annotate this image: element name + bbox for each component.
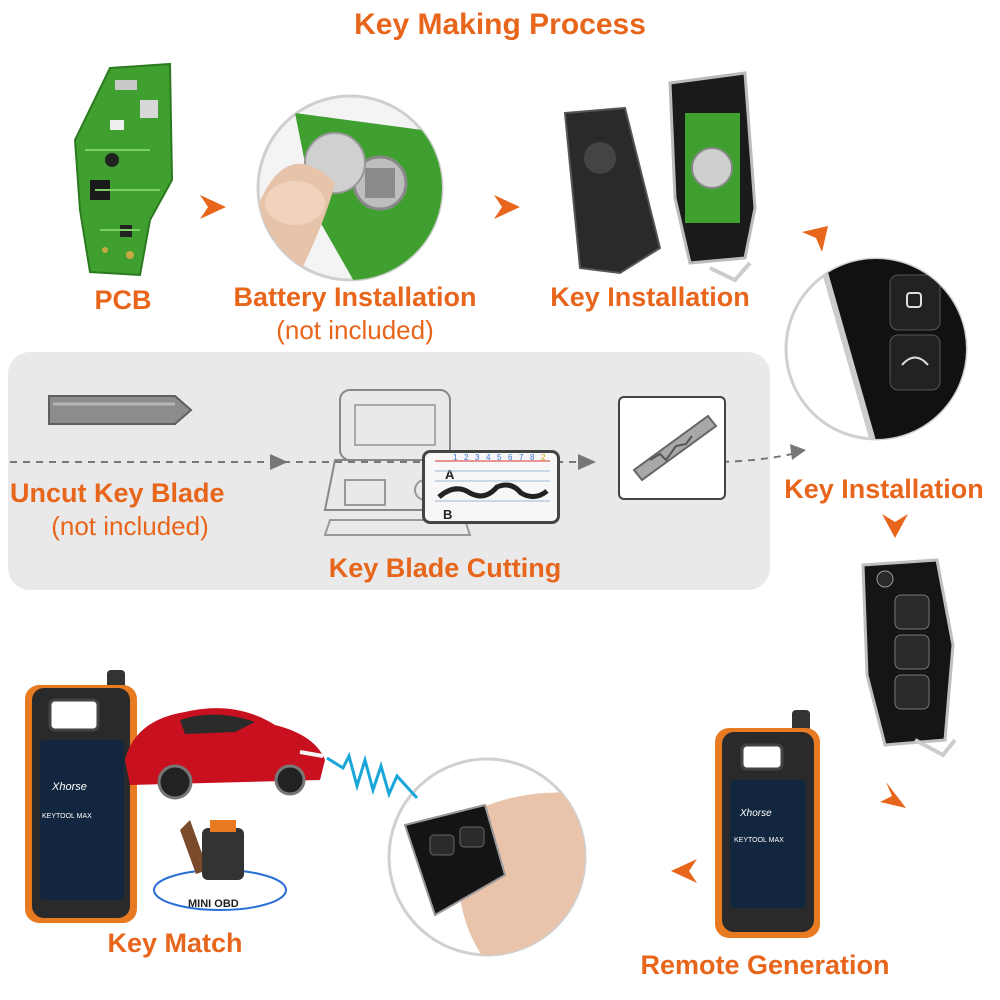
flip-key-image: [861, 558, 957, 758]
keytool-device-image-left: Xhorse KEYTOOL MAX: [25, 670, 137, 923]
battery-image: [256, 94, 444, 282]
chart-row-a: A: [445, 467, 455, 482]
chart-row-b: B: [443, 507, 453, 522]
chart-position-number: 4: [486, 453, 491, 462]
cut-key-box: [618, 396, 726, 500]
page-title: Key Making Process: [354, 8, 646, 41]
cut-key-image: [632, 414, 718, 482]
pcb-image: [73, 62, 174, 277]
arrow-down-icon: [802, 226, 828, 252]
chart-position-number: 1: [453, 453, 458, 462]
obd-adapter-image: MINI OBD: [153, 820, 287, 911]
arrow-down-icon: [880, 782, 906, 808]
chart-position-number: 3: [475, 453, 480, 462]
signal-icon: [326, 751, 419, 800]
remote-generation-label: Remote Generation: [640, 950, 890, 980]
arrow-right-icon: [200, 195, 226, 219]
key-shell-image: [563, 71, 757, 283]
hand-key-image: [387, 757, 587, 957]
uncut-blade-note: (not included): [51, 511, 209, 541]
device-model: KEYTOOL MAX: [734, 837, 784, 844]
uncut-blade-label: Uncut Key Blade: [10, 478, 225, 508]
keytool-device-image-right: Xhorse KEYTOOL MAX: [715, 710, 820, 938]
uncut-blade-image: [48, 395, 193, 425]
chart-position-number: 6: [508, 453, 513, 462]
battery-label: Battery Installation: [233, 282, 477, 312]
arrow-right-icon: [494, 195, 520, 219]
red-car-image: [125, 708, 325, 800]
key-installation-label-2: Key Installation: [784, 474, 984, 504]
key-closeup-image: [784, 257, 968, 441]
chart-key-profile: [435, 460, 550, 502]
device-brand: Xhorse: [739, 808, 772, 819]
key-installation-label-1: Key Installation: [550, 282, 750, 312]
blade-cutting-label: Key Blade Cutting: [328, 553, 562, 583]
arrow-down-icon: [882, 514, 908, 538]
device-brand: Xhorse: [51, 781, 87, 793]
battery-note: (not included): [276, 315, 434, 345]
device-model: KEYTOOL MAX: [42, 813, 92, 820]
chart-position-number: 7: [519, 453, 524, 462]
chart-position-number: 2: [464, 453, 469, 462]
arrow-left-icon: [671, 859, 697, 883]
adapter-label: MINI OBD: [188, 898, 239, 910]
chart-position-number: 2: [541, 453, 546, 462]
chart-position-number: 5: [497, 453, 502, 462]
key-match-label: Key Match: [107, 928, 243, 958]
chart-position-number: 8: [530, 453, 535, 462]
pcb-label: PCB: [94, 285, 152, 315]
